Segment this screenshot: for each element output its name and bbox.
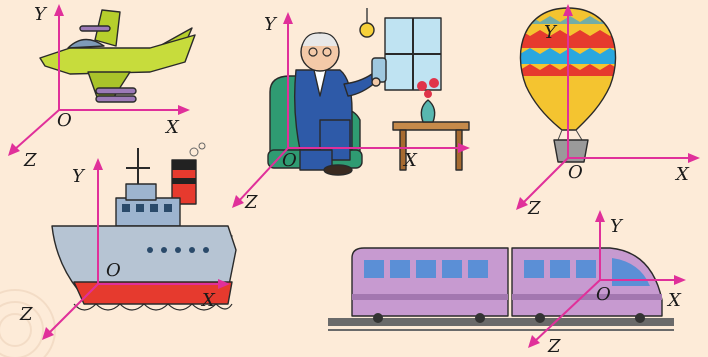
armchair-y-label: Y <box>264 14 278 35</box>
armchair-x-label: X <box>402 150 418 171</box>
train-z-label: Z <box>547 336 561 357</box>
ship-scene: Y O X Z <box>19 143 236 340</box>
armchair-o-label: O <box>282 150 297 171</box>
armchair-illustration <box>268 8 469 175</box>
ship-x-label: X <box>200 290 216 311</box>
armchair-scene: Y O X Z <box>232 8 470 213</box>
ship-o-label: O <box>106 260 121 281</box>
armchair-z-label: Z <box>244 192 258 213</box>
jet-x-label: X <box>164 117 180 138</box>
train-x-label: X <box>666 290 682 311</box>
balloon-illustration <box>510 0 630 162</box>
ship-z-label: Z <box>19 304 33 325</box>
jet-z-label: Z <box>23 150 37 171</box>
balloon-o-label: O <box>568 162 583 183</box>
train-o-label: O <box>596 284 611 305</box>
jet-scene: Y O X Z <box>8 4 195 171</box>
ship-y-label: Y <box>72 166 86 187</box>
train-y-label: Y <box>610 216 624 237</box>
balloon-z-label: Z <box>527 198 541 219</box>
train-illustration <box>328 248 674 330</box>
balloon-scene: Y O X Z <box>510 0 700 219</box>
jet-illustration <box>40 10 195 102</box>
train-scene: Y O X Z <box>328 210 686 357</box>
balloon-x-label: X <box>674 164 690 185</box>
jet-o-label: O <box>57 110 72 131</box>
jet-y-label: Y <box>34 4 48 25</box>
